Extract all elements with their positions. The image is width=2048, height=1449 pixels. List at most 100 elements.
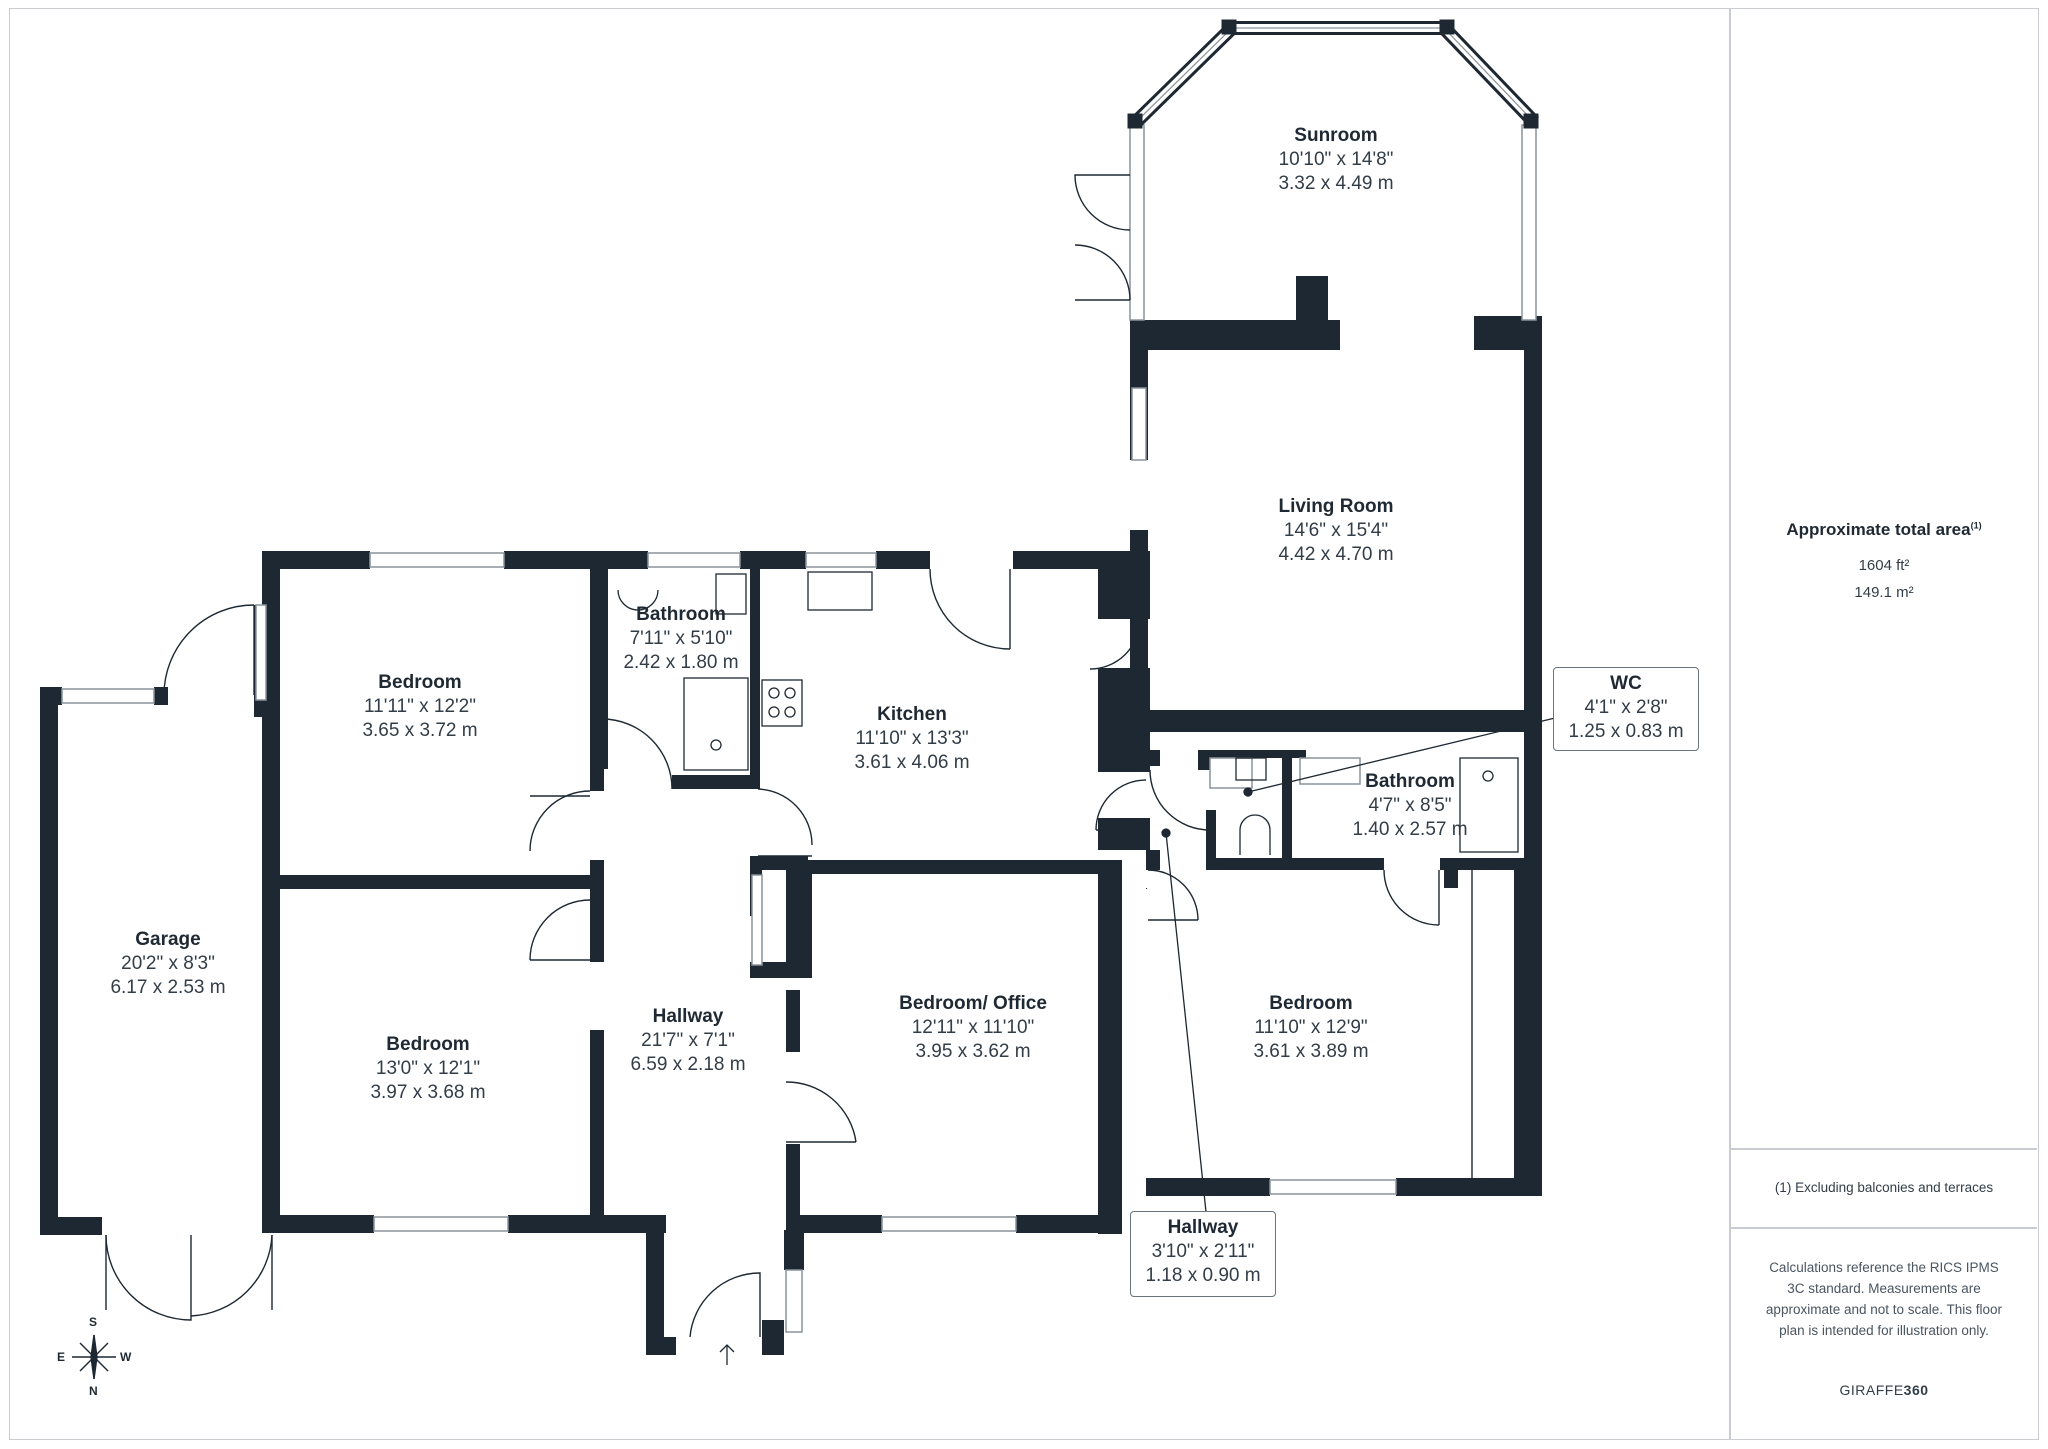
room-dim-imperial: 4'7" x 8'5" xyxy=(1368,794,1452,816)
room-name: Bedroom xyxy=(378,672,462,693)
wc-leader xyxy=(1247,717,1556,793)
area-footnote: (1) Excluding balconies and terraces xyxy=(1774,1180,1994,1195)
wall xyxy=(40,687,58,1235)
door-arc xyxy=(1149,769,1211,831)
room-name: Sunroom xyxy=(1294,125,1378,146)
callout-dim-metric: 1.25 x 0.83 m xyxy=(1568,720,1684,742)
room-label-garage: Garage 20'2" x 8'3" 6.17 x 2.53 m xyxy=(110,928,225,999)
area-square-feet: 1604 ft² xyxy=(1858,557,1910,574)
wall xyxy=(786,870,812,978)
wall xyxy=(1292,858,1384,870)
floor-plan xyxy=(40,19,1556,1380)
callout-wc: WC 4'1" x 2'8" 1.25 x 0.83 m xyxy=(1553,667,1699,751)
room-dim-imperial: 11'10" x 12'9" xyxy=(1254,1016,1368,1038)
room-label-bathroom-2: Bathroom 4'7" x 8'5" 1.40 x 2.57 m xyxy=(1352,770,1467,841)
wall xyxy=(590,860,604,962)
wall xyxy=(1206,810,1216,870)
bay-corner xyxy=(1221,19,1237,35)
callout-name: Hallway xyxy=(1167,1217,1239,1238)
wall xyxy=(876,551,930,569)
room-dim-metric: 3.95 x 3.62 m xyxy=(915,1040,1031,1062)
wall xyxy=(784,1230,804,1270)
room-name: Hallway xyxy=(652,1006,724,1027)
wall xyxy=(1210,858,1282,870)
window xyxy=(1131,387,1147,461)
room-dim-metric: 2.42 x 1.80 m xyxy=(623,651,739,673)
door-arc xyxy=(1089,618,1141,670)
wall xyxy=(280,875,598,889)
door-arc xyxy=(105,1234,192,1321)
window xyxy=(647,552,741,568)
shower-drain xyxy=(1482,770,1494,782)
wall xyxy=(1396,1178,1542,1196)
wall xyxy=(1146,750,1160,766)
room-label-bedroom-1: Bedroom 11'11" x 12'2" 3.65 x 3.72 m xyxy=(362,671,477,742)
wall xyxy=(1098,860,1122,1234)
door-arc xyxy=(689,1272,761,1338)
wall xyxy=(786,1215,882,1233)
callout-leaders xyxy=(1161,717,1556,1213)
wall xyxy=(1146,850,1160,870)
compass-needle xyxy=(90,1334,98,1380)
room-label-sunroom: Sunroom 10'10" x 14'8" 3.32 x 4.49 m xyxy=(1278,124,1393,195)
hallway-leader xyxy=(1165,832,1207,1213)
brand-light: GIRAFFE xyxy=(1839,1382,1904,1398)
room-name: Living Room xyxy=(1278,496,1394,517)
hob-ring xyxy=(784,687,796,699)
room-dim-metric: 1.40 x 2.57 m xyxy=(1352,818,1468,840)
room-label-bedroom-2: Bedroom 13'0" x 12'1" 3.97 x 3.68 m xyxy=(370,1033,485,1104)
toilet xyxy=(1239,814,1271,855)
bay-corner xyxy=(1127,113,1143,129)
hob-ring xyxy=(768,706,780,718)
windows xyxy=(61,124,1537,1333)
wall xyxy=(1296,276,1328,350)
wall xyxy=(262,1215,374,1233)
area-title: Approximate total area(1) xyxy=(1731,520,2037,540)
room-name: Bedroom xyxy=(1269,993,1353,1014)
hallway-leader-dot xyxy=(1161,828,1171,838)
door-arc xyxy=(601,718,673,790)
brand-logo: GIRAFFE360 xyxy=(1731,1382,2037,1398)
door-arc xyxy=(163,604,255,696)
kitchen-sink xyxy=(807,571,873,611)
wall xyxy=(786,990,800,1052)
door-arc xyxy=(1074,244,1131,301)
room-label-bathroom-1: Bathroom 7'11" x 5'10" 2.42 x 1.80 m xyxy=(623,603,738,674)
room-dim-metric: 6.17 x 2.53 m xyxy=(110,976,226,998)
door-arc xyxy=(1383,869,1440,926)
compass-south-label: S xyxy=(89,1315,98,1329)
wall xyxy=(508,1215,666,1233)
bay-glass xyxy=(1133,24,1537,125)
wall xyxy=(1146,888,1147,889)
window xyxy=(369,552,505,568)
room-dim-imperial: 7'11" x 5'10" xyxy=(629,627,733,649)
wall xyxy=(1016,1215,1120,1233)
room-label-living-room: Living Room 14'6" x 15'4" 4.42 x 4.70 m xyxy=(1278,495,1393,566)
window xyxy=(1299,757,1361,785)
room-name: Garage xyxy=(135,929,201,950)
door-arc xyxy=(190,1234,273,1317)
callout-hallway: Hallway 3'10" x 2'11" 1.18 x 0.90 m xyxy=(1130,1211,1276,1297)
room-name: Bathroom xyxy=(636,604,726,625)
basin xyxy=(1235,757,1267,781)
room-dim-imperial: 13'0" x 12'1" xyxy=(375,1057,481,1079)
room-dim-imperial: 14'6" x 15'4" xyxy=(1283,519,1389,541)
wall xyxy=(1146,1178,1270,1196)
wall xyxy=(598,551,648,569)
room-dim-imperial: 21'7" x 7'1" xyxy=(641,1029,735,1051)
sunroom-bay xyxy=(1127,19,1540,129)
shower xyxy=(1459,757,1519,853)
door-arc xyxy=(785,1081,857,1143)
wall xyxy=(1210,750,1306,758)
area-note-marker: (1) xyxy=(1970,520,1982,531)
wall xyxy=(262,551,370,569)
basin xyxy=(715,573,747,615)
window xyxy=(751,874,763,966)
room-label-hallway: Hallway 21'7" x 7'1" 6.59 x 2.18 m xyxy=(630,1005,745,1076)
wall xyxy=(1098,818,1150,850)
door-arc xyxy=(1074,174,1131,231)
wall xyxy=(262,551,280,1215)
bay-corner xyxy=(1439,19,1455,35)
wall xyxy=(786,1144,800,1220)
wall xyxy=(646,1215,664,1355)
